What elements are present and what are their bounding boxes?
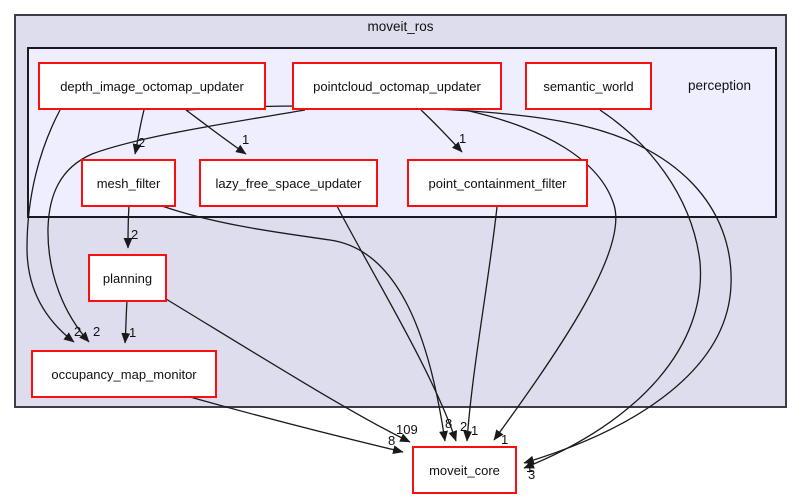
edge-label: 1 xyxy=(129,325,136,340)
edge-lazy-free-space-updater-to-moveit-core xyxy=(336,205,458,442)
node-moveit-core[interactable]: moveit_core xyxy=(412,446,517,494)
edge-pointcloud-to-moveit-core xyxy=(464,109,617,441)
edge-mesh-filter-to-planning xyxy=(123,205,133,249)
cluster-moveit-ros-label: moveit_ros xyxy=(367,19,434,34)
edge-label: 8 xyxy=(445,416,452,431)
node-mesh-filter[interactable]: mesh_filter xyxy=(81,159,176,207)
node-label: occupancy_map_monitor xyxy=(51,366,197,382)
edge-label: 8 xyxy=(388,433,395,448)
edge-planning-to-occupancy-map-monitor xyxy=(121,300,131,344)
edge-label: 109 xyxy=(396,422,418,437)
node-label: pointcloud_octomap_updater xyxy=(313,78,481,94)
node-semantic-world[interactable]: semantic_world xyxy=(525,62,652,110)
edge-label: 2 xyxy=(138,135,145,150)
node-label: planning xyxy=(102,270,153,286)
node-planning[interactable]: planning xyxy=(88,254,167,302)
node-pointcloud-octomap-updater[interactable]: pointcloud_octomap_updater xyxy=(292,62,502,110)
edge-label: 2 xyxy=(93,324,100,339)
edge-label: 1 xyxy=(526,460,533,475)
edge-depth-to-lazy-free-space-updater xyxy=(185,109,247,155)
node-label: mesh_filter xyxy=(96,175,161,191)
edge-point-containment-filter-to-moveit-core xyxy=(463,206,498,442)
edge-mesh-filter-to-moveit-core xyxy=(161,205,448,442)
node-label: semantic_world xyxy=(543,78,634,94)
edge-occupancy-map-monitor-to-moveit-core xyxy=(189,396,404,455)
edge-label: 1 xyxy=(501,432,508,447)
node-label: point_containment_filter xyxy=(428,175,567,191)
edge-label: 2 xyxy=(460,419,467,434)
edge-label: 1 xyxy=(471,423,478,438)
node-depth-image-octomap-updater[interactable]: depth_image_octomap_updater xyxy=(38,62,266,110)
edge-label: 1 xyxy=(242,132,249,147)
edge-planning-to-moveit-core xyxy=(165,298,411,443)
node-point-containment-filter[interactable]: point_containment_filter xyxy=(407,159,588,207)
edge-pointcloud-to-point-containment-filter xyxy=(420,109,463,153)
edge-label: 3 xyxy=(528,467,535,482)
edge-label: 2 xyxy=(74,324,81,339)
node-label: lazy_free_space_updater xyxy=(215,175,362,191)
node-occupancy-map-monitor[interactable]: occupancy_map_monitor xyxy=(31,350,217,398)
node-label: depth_image_octomap_updater xyxy=(60,78,244,94)
node-label: moveit_core xyxy=(429,462,500,478)
edge-pointcloud-to-occupancy-map-monitor xyxy=(47,109,306,343)
cluster-perception-label: perception xyxy=(687,78,752,93)
edge-semantic-world-to-moveit-core xyxy=(523,109,702,469)
edge-label: 1 xyxy=(459,131,466,146)
edge-depth-to-mesh-filter xyxy=(132,109,145,155)
node-lazy-free-space-updater[interactable]: lazy_free_space_updater xyxy=(199,159,378,207)
edge-label: 2 xyxy=(131,227,138,242)
edge-depth-to-occupancy-map-monitor xyxy=(26,109,75,343)
